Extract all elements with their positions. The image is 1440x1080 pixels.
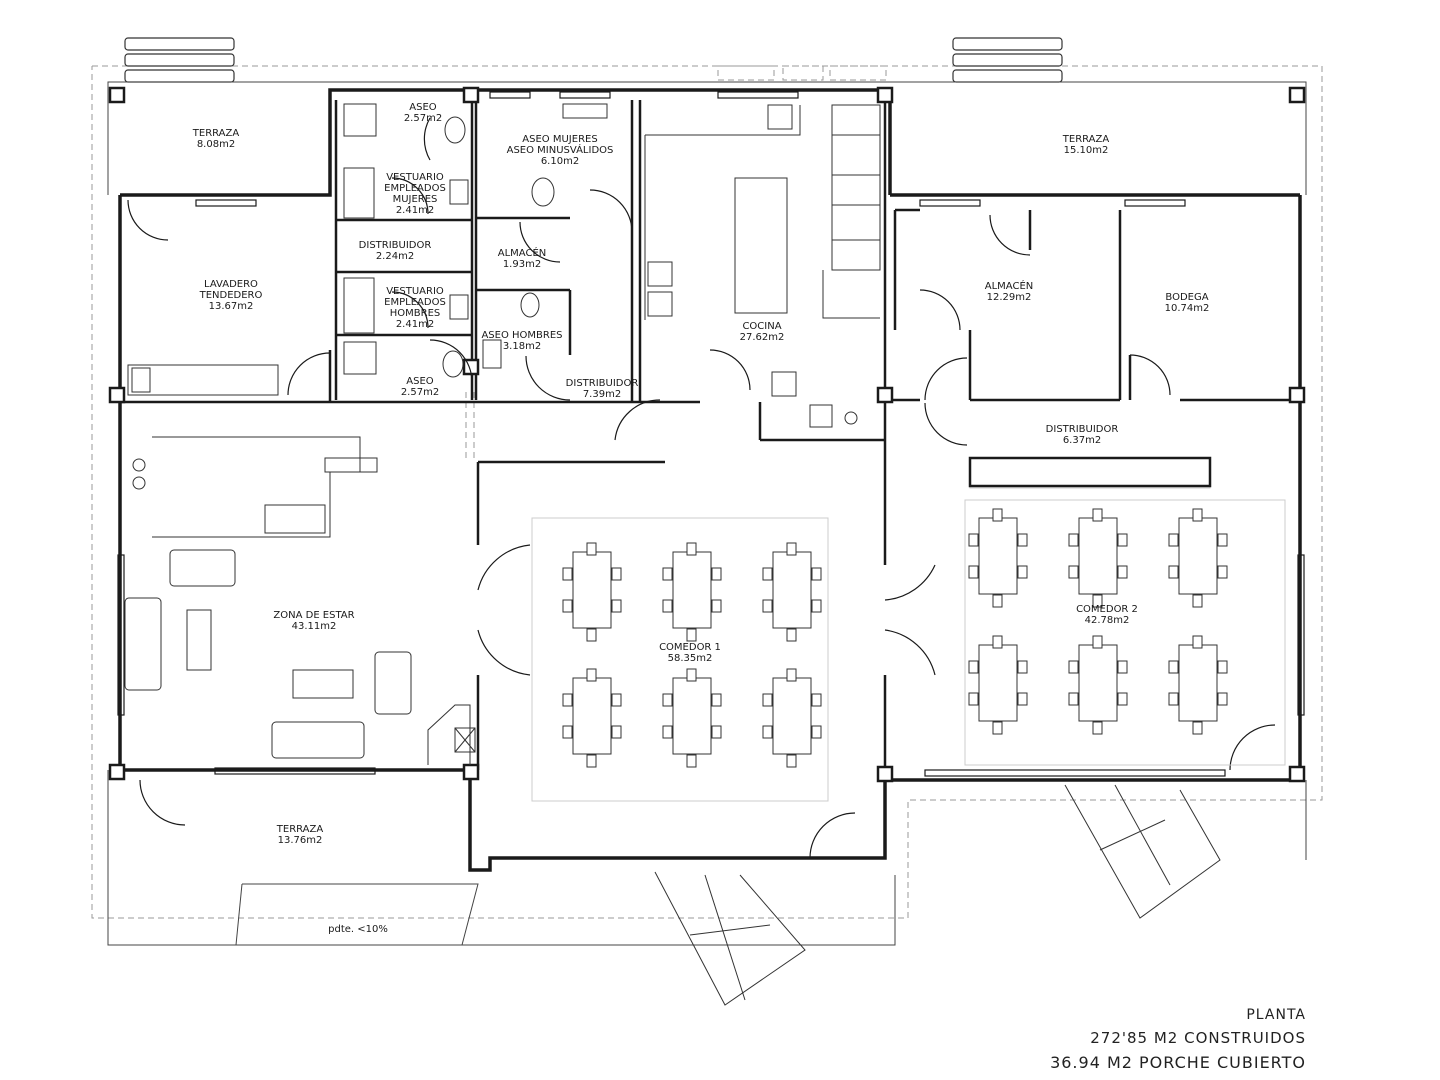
room-area: 8.08m2 bbox=[197, 139, 235, 150]
room-name: COMEDOR 1 bbox=[659, 642, 721, 653]
room-area: 2.41m2 bbox=[396, 205, 434, 216]
room-area: 27.62m2 bbox=[740, 332, 785, 343]
dining-table bbox=[1168, 635, 1228, 735]
room-area: 13.67m2 bbox=[209, 301, 254, 312]
dining-table bbox=[562, 542, 622, 642]
room-area: 2.24m2 bbox=[376, 251, 414, 262]
room-area: 42.78m2 bbox=[1085, 615, 1130, 626]
dining-table bbox=[762, 542, 822, 642]
room-name: VESTUARIO bbox=[386, 172, 444, 183]
dining-table bbox=[1068, 508, 1128, 608]
columns bbox=[108, 86, 1306, 783]
dining-tables bbox=[562, 508, 1228, 768]
room-name: ALMACÉN bbox=[498, 246, 547, 259]
dining-table bbox=[662, 668, 722, 768]
room-name: ASEO bbox=[409, 102, 437, 113]
sideboard bbox=[968, 456, 1212, 488]
room-name: ASEO bbox=[406, 376, 434, 387]
legend: PLANTA 272'85 M2 CONSTRUIDOS 36.94 M2 PO… bbox=[1050, 1004, 1306, 1076]
room-area: 15.10m2 bbox=[1064, 145, 1109, 156]
legend-porch-area: 36.94 M2 PORCHE CUBIERTO bbox=[1050, 1053, 1306, 1072]
room-name: ASEO MUJERES bbox=[522, 134, 597, 145]
sanitary-fixtures bbox=[343, 103, 608, 378]
legend-title: PLANTA bbox=[1246, 1007, 1306, 1023]
living-furniture bbox=[124, 549, 476, 765]
dining-table bbox=[762, 668, 822, 768]
room-name: MUJERES bbox=[393, 194, 438, 205]
room-name: DISTRIBUIDOR bbox=[566, 378, 639, 389]
room-name: COCINA bbox=[742, 321, 781, 332]
ramps bbox=[654, 784, 1221, 1006]
dining-table bbox=[968, 635, 1028, 735]
solar-panels bbox=[124, 37, 1063, 83]
doors bbox=[127, 117, 1276, 859]
room-name: TENDEDERO bbox=[199, 290, 263, 301]
legend-built-area: 272'85 M2 CONSTRUIDOS bbox=[1090, 1029, 1306, 1047]
room-name: TERRAZA bbox=[1062, 134, 1110, 145]
dining-table bbox=[662, 542, 722, 642]
room-area: 2.57m2 bbox=[404, 113, 442, 124]
dining-table bbox=[968, 508, 1028, 608]
room-area: 12.29m2 bbox=[987, 292, 1032, 303]
room-name: ASEO HOMBRES bbox=[481, 330, 562, 341]
room-name: DISTRIBUIDOR bbox=[1046, 424, 1119, 435]
kitchen-fixtures bbox=[644, 104, 881, 428]
slope-label: pdte. <10% bbox=[328, 924, 388, 935]
dining-table bbox=[562, 668, 622, 768]
room-name: DISTRIBUIDOR bbox=[359, 240, 432, 251]
room-area: 6.37m2 bbox=[1063, 435, 1101, 446]
room-area: 58.35m2 bbox=[668, 653, 713, 664]
room-area: 3.18m2 bbox=[503, 341, 541, 352]
interior-walls bbox=[120, 100, 1300, 780]
room-area: 2.57m2 bbox=[401, 387, 439, 398]
room-name: ZONA DE ESTAR bbox=[273, 610, 354, 621]
room-area: 2.41m2 bbox=[396, 319, 434, 330]
room-name: HOMBRES bbox=[390, 308, 441, 319]
dining-table bbox=[1068, 635, 1128, 735]
room-name: ALMACÉN bbox=[985, 279, 1034, 292]
room-area: 6.10m2 bbox=[541, 156, 579, 167]
room-area: 10.74m2 bbox=[1165, 303, 1210, 314]
terrace-outlines bbox=[107, 81, 1307, 946]
windows bbox=[117, 91, 1305, 777]
room-name: BODEGA bbox=[1165, 292, 1208, 303]
room-name: COMEDOR 2 bbox=[1076, 604, 1138, 615]
room-name: EMPLEADOS bbox=[384, 183, 446, 194]
room-name: TERRAZA bbox=[192, 128, 240, 139]
room-name: EMPLEADOS bbox=[384, 297, 446, 308]
room-area: 43.11m2 bbox=[292, 621, 337, 632]
room-name: LAVADERO bbox=[204, 279, 258, 290]
room-name: VESTUARIO bbox=[386, 286, 444, 297]
dining-table bbox=[1168, 508, 1228, 608]
room-name: TERRAZA bbox=[276, 824, 324, 835]
roof-outline bbox=[91, 65, 1323, 919]
room-name: ASEO MINUSVÁLIDOS bbox=[507, 143, 614, 156]
laundry-fixtures bbox=[127, 364, 378, 538]
room-area: 13.76m2 bbox=[278, 835, 323, 846]
dining-areas bbox=[531, 457, 1286, 802]
room-area: 7.39m2 bbox=[583, 389, 621, 400]
room-area: 1.93m2 bbox=[503, 259, 541, 270]
